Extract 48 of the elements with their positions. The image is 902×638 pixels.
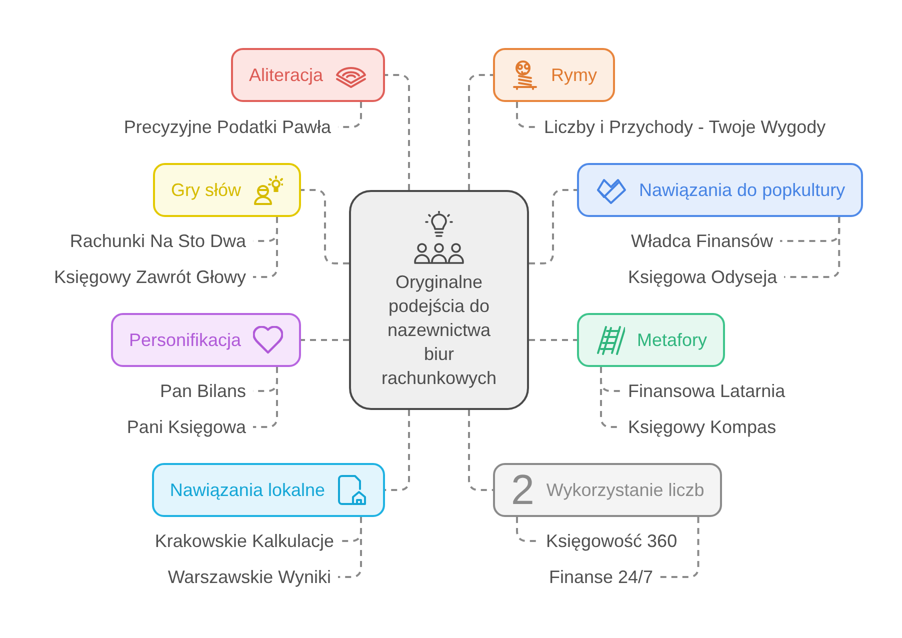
category-label: Nawiązania do popkultury xyxy=(639,179,846,202)
dashed-connector xyxy=(660,517,700,578)
category-box xyxy=(577,313,726,367)
dashed-connector xyxy=(253,367,278,428)
category-label: Aliteracja xyxy=(248,64,323,87)
numeral-text: 2 xyxy=(511,469,534,511)
example-name-text: Księgowy Zawrót Głowy xyxy=(54,265,246,289)
dashed-connector xyxy=(516,102,537,128)
category-label: Nawiązania lokalne xyxy=(170,479,325,502)
example-name-text: Księgowa Odyseja xyxy=(628,265,778,289)
topic-text: Oryginalne podejścia do nazewnictwa biur rachunkowych xyxy=(380,270,498,390)
dashed-connector xyxy=(253,217,278,278)
category-box xyxy=(152,463,385,517)
dashed-connector xyxy=(516,517,539,542)
central-topic-box xyxy=(349,190,529,410)
dashed-connector xyxy=(301,189,349,264)
category-box xyxy=(110,313,301,367)
dashed-connector xyxy=(529,339,577,341)
dashed-connector xyxy=(385,410,410,491)
example-name-text: Finansowa Latarnia xyxy=(628,379,786,403)
example-name-text: Warszawskie Wyniki xyxy=(168,565,331,589)
category-box xyxy=(230,48,385,102)
category-label: Personifikacja xyxy=(128,329,241,352)
category-label: Gry słów xyxy=(170,179,241,202)
dashed-connector xyxy=(468,74,493,190)
example-name-text: Pani Księgowa xyxy=(126,415,246,439)
dashed-connector xyxy=(301,339,349,341)
dashed-connector xyxy=(385,74,410,190)
category-box xyxy=(152,163,301,217)
dashed-connector xyxy=(529,189,577,264)
example-name-text: Precyzyjne Podatki Pawła xyxy=(124,115,331,139)
dashed-connector xyxy=(338,517,362,578)
dashed-connector xyxy=(468,410,493,491)
dashed-connector xyxy=(784,217,840,278)
example-name-text: Pan Bilans xyxy=(160,379,246,403)
example-name-text: Liczby i Przychody - Twoje Wygody xyxy=(544,115,826,139)
category-box xyxy=(493,48,615,102)
example-name-text: Finanse 24/7 xyxy=(549,565,654,589)
example-name-text: Księgowy Kompas xyxy=(628,415,776,439)
example-name-text: Krakowskie Kalkulacje xyxy=(154,529,334,553)
category-label: Metafory xyxy=(637,329,708,352)
category-label: Rymy xyxy=(551,64,597,87)
category-box xyxy=(577,163,864,217)
category-box xyxy=(493,463,722,517)
example-name-text: Księgowość 360 xyxy=(546,529,678,553)
example-name-text: Władca Finansów xyxy=(631,229,774,253)
category-label: Wykorzystanie liczb xyxy=(546,479,704,502)
example-name-text: Rachunki Na Sto Dwa xyxy=(70,229,246,253)
